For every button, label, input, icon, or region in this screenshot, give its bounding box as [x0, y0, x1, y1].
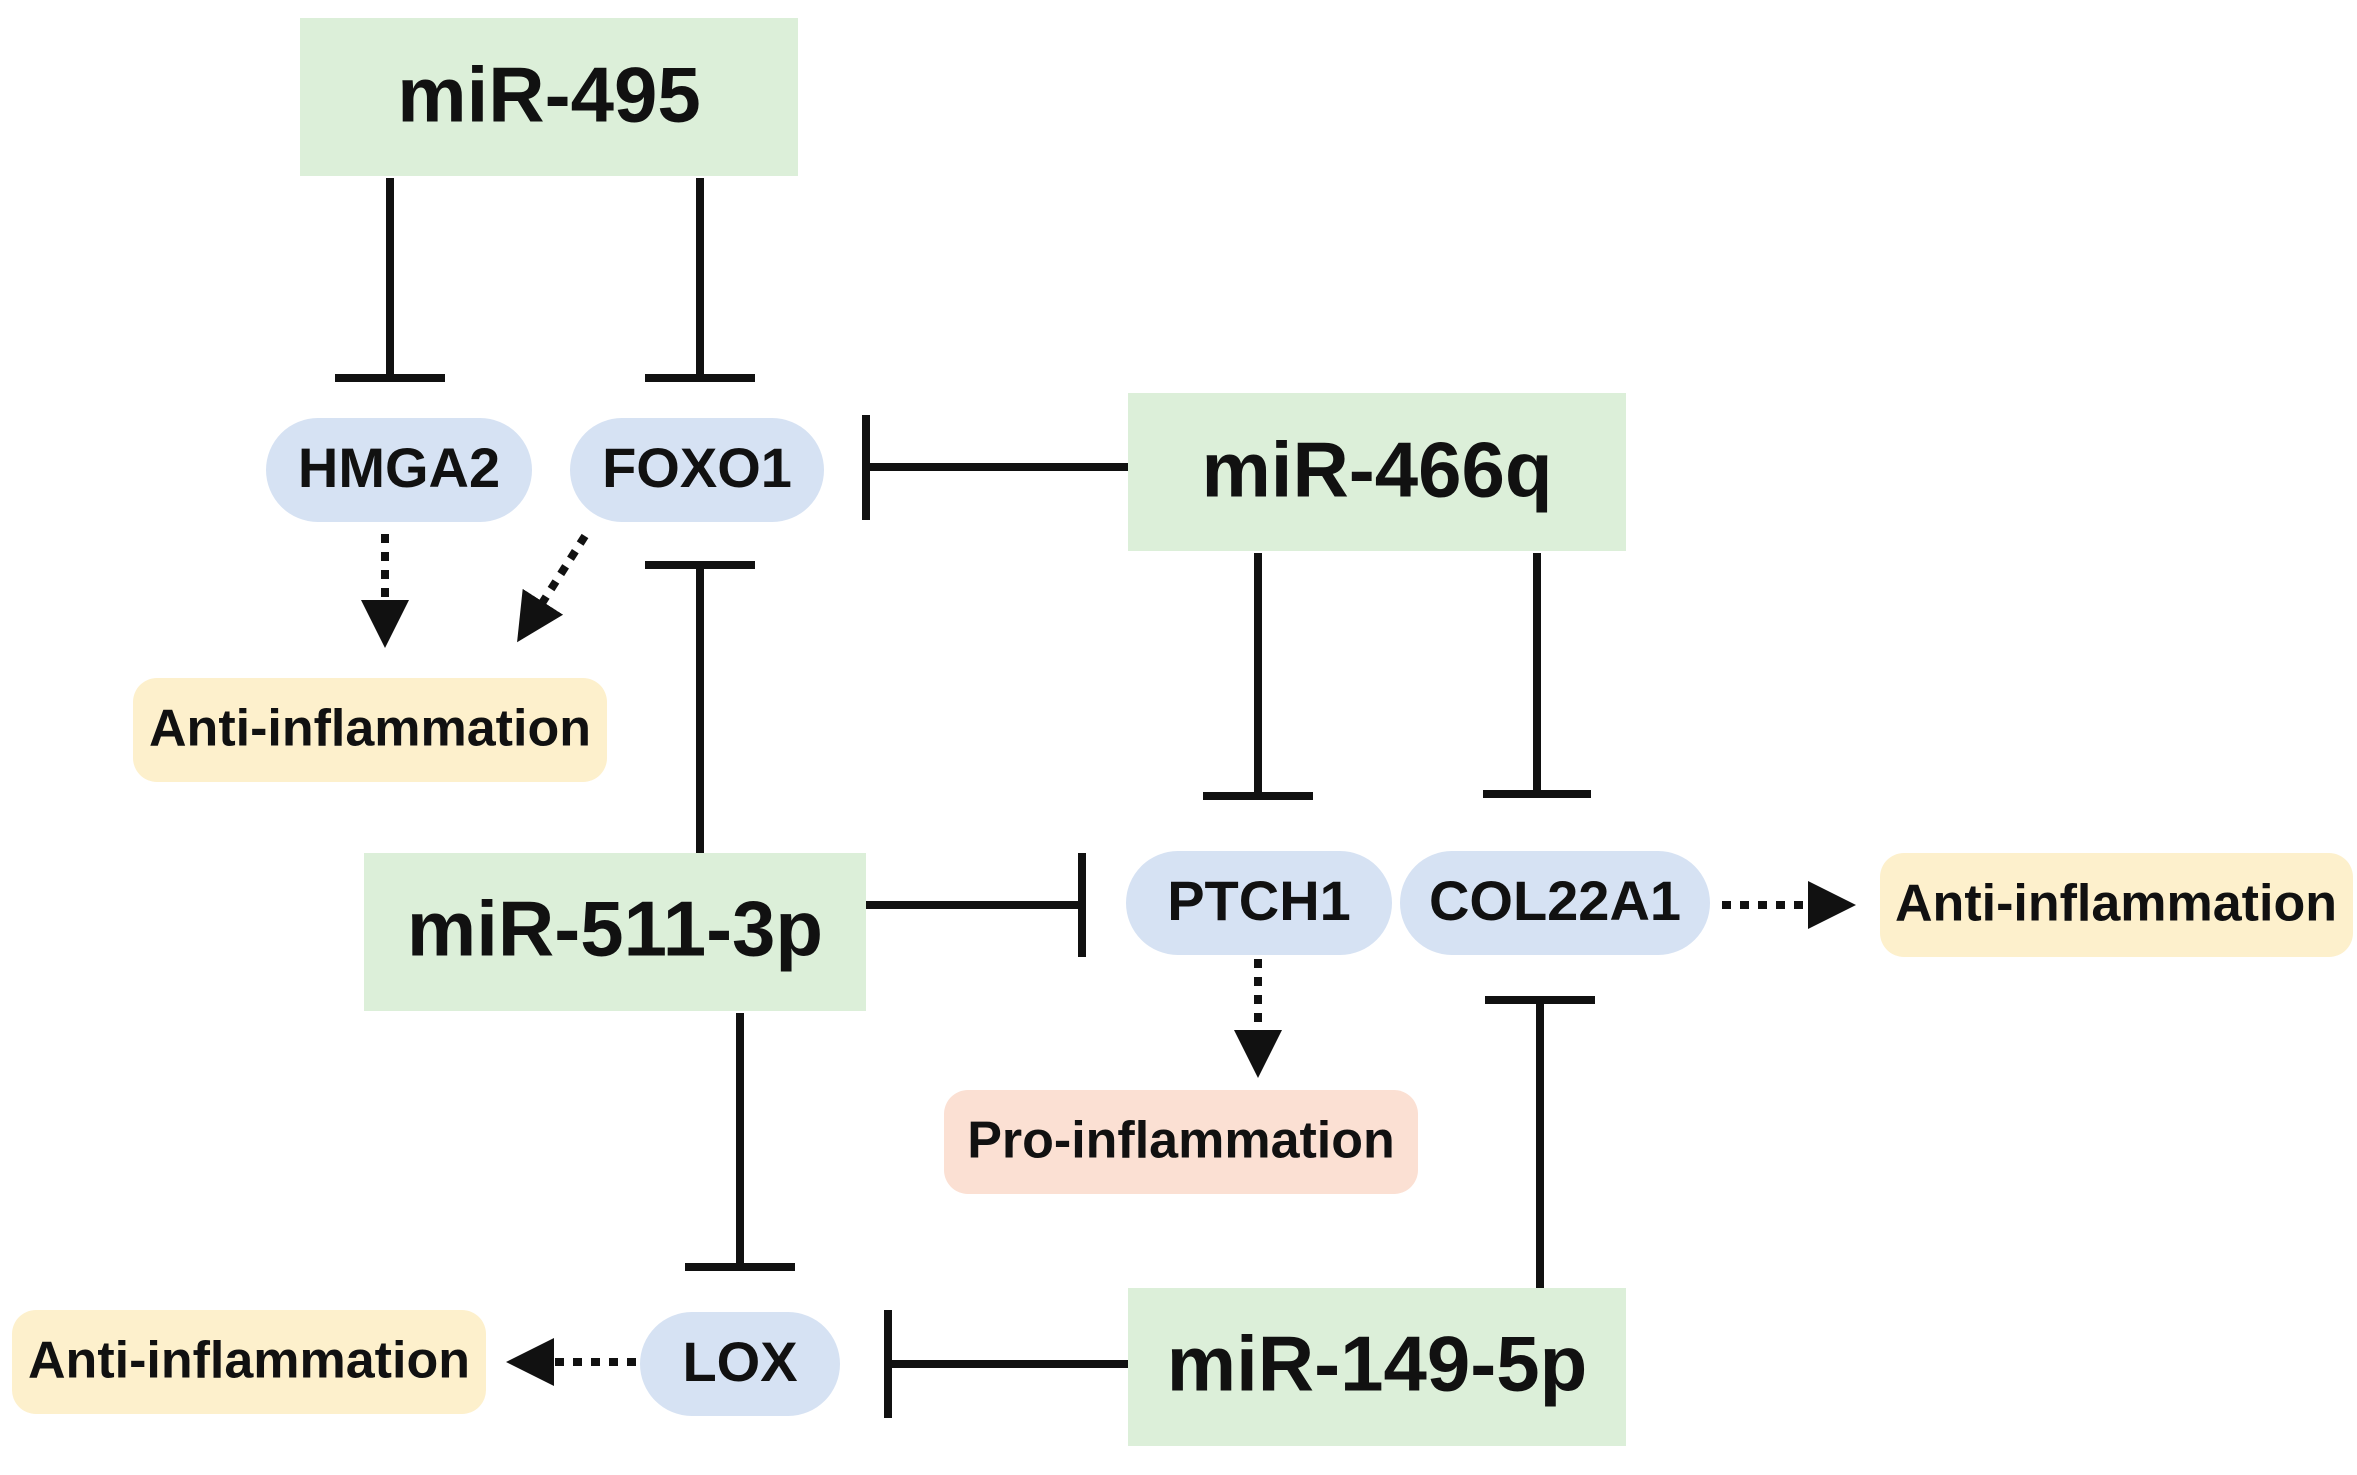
outcome-anti-inflammation-bottom-left: Anti-inflammation	[12, 1310, 486, 1414]
inhibition-mir-511-3p-to-ptch1	[866, 853, 1086, 957]
mirna-label-mir-466q: miR-466q	[1201, 426, 1552, 514]
gene-node-foxo1: FOXO1	[570, 418, 824, 522]
gene-node-hmga2: HMGA2	[266, 418, 532, 522]
inhibition-mir-149-5p-to-lox	[884, 1310, 1128, 1418]
outcome-label-pro-inflammation: Pro-inflammation	[967, 1112, 1395, 1170]
inhibition-mir-495-to-hmga2	[335, 178, 445, 382]
mirna-label-mir-495: miR-495	[397, 51, 700, 139]
outcome-label-anti-inflammation-bottom-left: Anti-inflammation	[28, 1332, 470, 1390]
mirna-label-mir-149-5p: miR-149-5p	[1167, 1320, 1587, 1408]
gene-node-col22a1: COL22A1	[1400, 851, 1710, 955]
mirna-node-mir-495: miR-495	[300, 18, 798, 176]
outcome-anti-inflammation-top-left: Anti-inflammation	[133, 678, 607, 782]
outcome-label-anti-inflammation-right: Anti-inflammation	[1895, 875, 2337, 933]
inhibition-mir-511-3p-to-foxo1	[645, 561, 755, 853]
gene-label-col22a1: COL22A1	[1429, 869, 1681, 932]
effect-arrow-foxo1-to-anti-inflammation	[517, 533, 589, 643]
inhibition-mir-149-5p-to-col22a1	[1485, 996, 1595, 1288]
mirna-node-mir-511-3p: miR-511-3p	[364, 853, 866, 1011]
mirna-label-mir-511-3p: miR-511-3p	[407, 885, 823, 973]
outcome-anti-inflammation-right: Anti-inflammation	[1880, 853, 2353, 957]
gene-label-ptch1: PTCH1	[1167, 869, 1351, 932]
gene-label-foxo1: FOXO1	[602, 436, 792, 499]
gene-node-lox: LOX	[640, 1312, 840, 1416]
gene-label-hmga2: HMGA2	[298, 436, 500, 499]
inhibition-mir-495-to-foxo1	[645, 178, 755, 382]
outcome-label-anti-inflammation-top-left: Anti-inflammation	[149, 700, 591, 758]
inhibition-mir-466q-to-foxo1	[862, 415, 1128, 520]
mirna-node-mir-466q: miR-466q	[1128, 393, 1626, 551]
gene-label-lox: LOX	[682, 1330, 797, 1393]
outcome-pro-inflammation: Pro-inflammation	[944, 1090, 1418, 1194]
inhibition-mir-511-3p-to-lox	[685, 1013, 795, 1271]
inhibition-mir-466q-to-ptch1	[1203, 553, 1313, 800]
gene-node-ptch1: PTCH1	[1126, 851, 1392, 955]
inhibition-mir-466q-to-col22a1	[1483, 553, 1591, 798]
mirna-node-mir-149-5p: miR-149-5p	[1128, 1288, 1626, 1446]
